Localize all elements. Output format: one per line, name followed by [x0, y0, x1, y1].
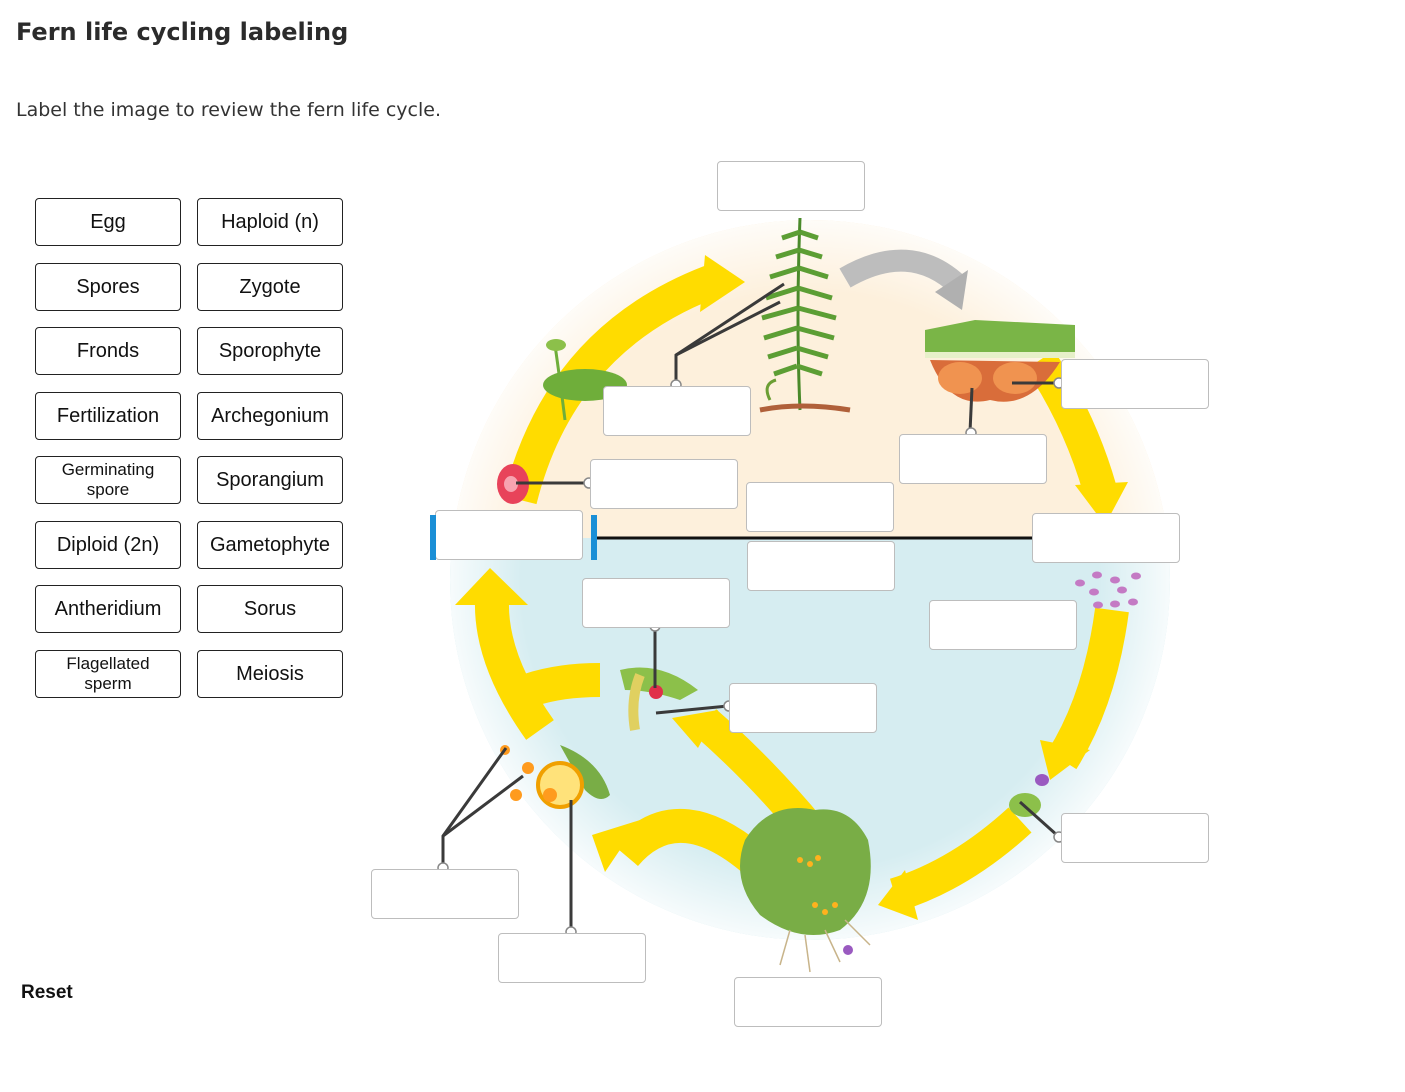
term-fertilization[interactable]: Fertilization — [35, 392, 181, 440]
term-spores[interactable]: Spores — [35, 263, 181, 311]
grey-arrowhead — [935, 270, 968, 310]
drop-zone-haploid-label[interactable] — [747, 541, 895, 591]
drop-zone-fern-plant[interactable] — [603, 386, 751, 436]
drop-zone-diploid-label[interactable] — [746, 482, 894, 532]
term-zygote[interactable]: Zygote — [197, 263, 343, 311]
drop-zone-sorus[interactable] — [899, 434, 1047, 484]
term-sorus[interactable]: Sorus — [197, 585, 343, 633]
drop-zone-archegonium[interactable] — [729, 683, 877, 733]
page-title: Fern life cycling labeling — [16, 18, 349, 46]
drop-zone-spores[interactable] — [929, 600, 1077, 650]
reset-button[interactable]: Reset — [21, 982, 73, 1003]
drop-zone-sporangium[interactable] — [1061, 359, 1209, 409]
drop-zone-antheridium[interactable] — [498, 933, 646, 983]
term-diploid[interactable]: Diploid (2n) — [35, 521, 181, 569]
drop-zone-gametophyte[interactable] — [734, 977, 882, 1027]
drop-zone-egg[interactable] — [582, 578, 730, 628]
term-antheridium[interactable]: Antheridium — [35, 585, 181, 633]
drop-zone-fertilization[interactable] — [435, 510, 583, 560]
archegonium-illustration — [620, 667, 698, 731]
term-fronds[interactable]: Fronds — [35, 327, 181, 375]
term-germinating-spore[interactable]: Germinating spore — [35, 456, 181, 504]
term-archegonium[interactable]: Archegonium — [197, 392, 343, 440]
term-flagellated-sperm[interactable]: Flagellated sperm — [35, 650, 181, 698]
germinating-spore-illustration — [1009, 774, 1049, 817]
drop-zone-fronds-top[interactable] — [717, 161, 865, 211]
term-sporophyte[interactable]: Sporophyte — [197, 327, 343, 375]
drop-zone-flagellated-sperm[interactable] — [371, 869, 519, 919]
drop-zone-zygote[interactable] — [590, 459, 738, 509]
instructions-text: Label the image to review the fern life … — [16, 99, 442, 121]
term-sporangium[interactable]: Sporangium — [197, 456, 343, 504]
antheridium-illustration — [500, 745, 610, 809]
zygote-illustration — [497, 464, 529, 504]
gametophyte-illustration — [740, 808, 871, 973]
term-haploid[interactable]: Haploid (n) — [197, 198, 343, 246]
term-meiosis[interactable]: Meiosis — [197, 650, 343, 698]
spores-illustration — [1075, 571, 1141, 609]
fern-frond-illustration — [759, 217, 851, 413]
drop-zone-germinating-spore[interactable] — [1061, 813, 1209, 863]
term-egg[interactable]: Egg — [35, 198, 181, 246]
grey-arrow — [839, 249, 966, 294]
sorus-section-illustration — [925, 320, 1075, 402]
drop-zone-meiosis[interactable] — [1032, 513, 1180, 563]
term-gametophyte[interactable]: Gametophyte — [197, 521, 343, 569]
term-bank: Egg Haploid (n) Spores Zygote Fronds Spo… — [35, 198, 347, 703]
